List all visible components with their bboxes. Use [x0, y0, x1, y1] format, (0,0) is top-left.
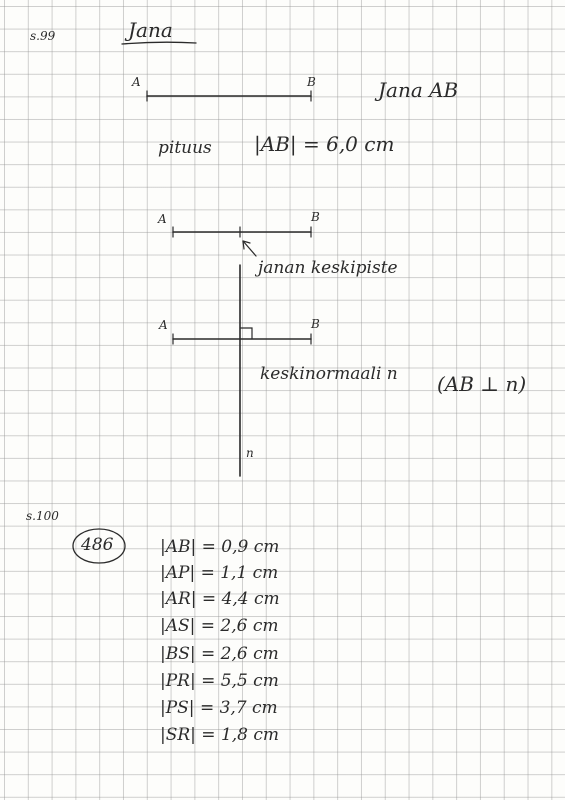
title: Jana [128, 18, 173, 42]
measurement-item: |PR| = 5,5 cm [160, 671, 279, 691]
exercise-circle [72, 528, 126, 564]
measurement-item: |PS| = 3,7 cm [160, 698, 278, 718]
perpendicular-label-a: A [159, 318, 168, 332]
perpendicular-notation: (AB ⊥ n) [437, 372, 527, 396]
measurement-item: |AB| = 0,9 cm [160, 537, 280, 557]
measurement-item: |AR| = 4,4 cm [160, 589, 280, 609]
length-word: pituus [158, 138, 212, 158]
measurement-item: |BS| = 2,6 cm [160, 644, 279, 664]
midpoint-arrow [242, 240, 257, 257]
exercise-number: 486 [81, 535, 114, 555]
measurement-item: |SR| = 1,8 cm [160, 725, 280, 745]
right-angle-mark [239, 327, 253, 340]
segment-label-b: B [307, 75, 316, 89]
length-formula: |AB| = 6,0 cm [254, 132, 395, 156]
page-ref-top: s.99 [30, 29, 56, 43]
midpoint-caption: janan keskipiste [258, 258, 398, 278]
midpoint-label-b: B [311, 210, 320, 224]
segment-name: Jana AB [378, 78, 459, 102]
title-underline [121, 41, 197, 45]
page-ref-bottom: s.100 [26, 509, 59, 523]
perpendicular-caption: keskinormaali n [260, 364, 398, 384]
measurement-item: |AP| = 1,1 cm [160, 563, 279, 583]
segment-label-a: A [132, 75, 141, 89]
midpoint-arrowhead [242, 240, 251, 250]
measurement-item: |AS| = 2,6 cm [160, 616, 279, 636]
midpoint-label-a: A [158, 212, 167, 226]
perpendicular-label-b: B [311, 317, 320, 331]
bisector-line-label: n [246, 446, 254, 460]
